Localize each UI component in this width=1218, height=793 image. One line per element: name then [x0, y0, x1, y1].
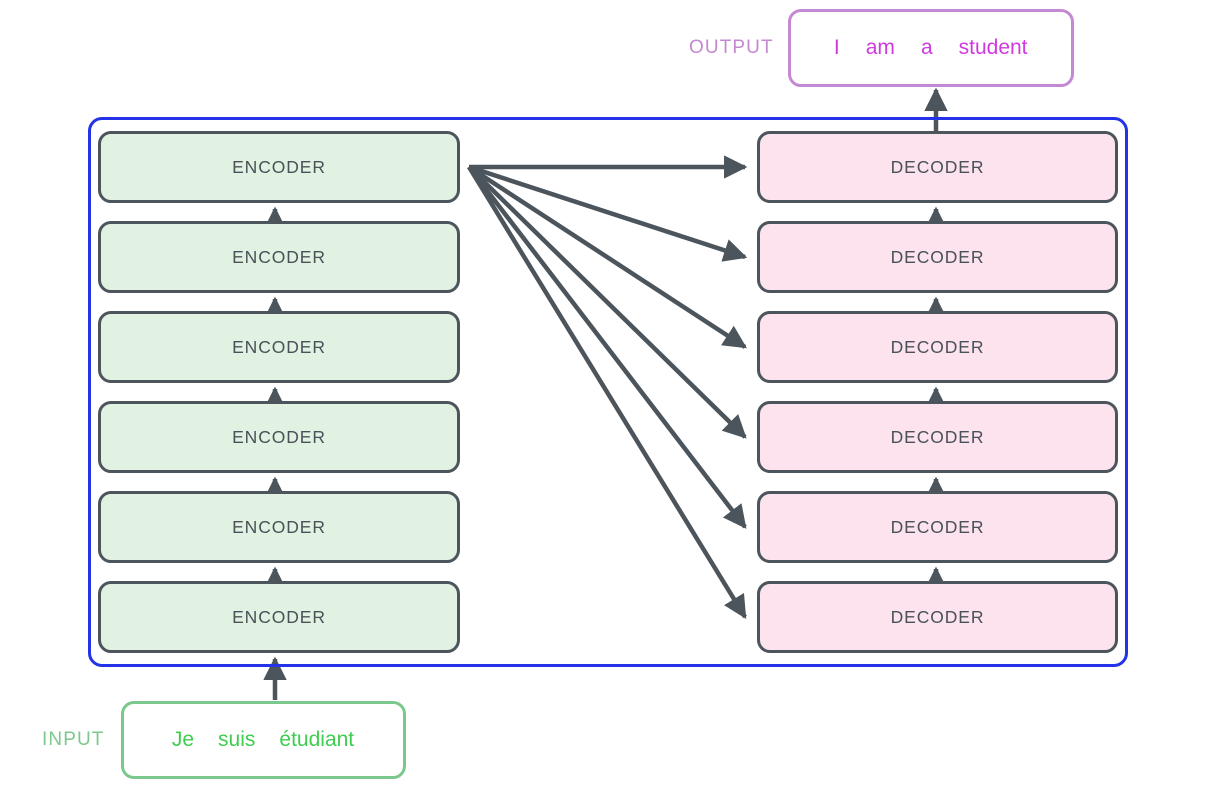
- encoder-block[interactable]: ENCODER: [98, 131, 460, 203]
- encoder-block[interactable]: ENCODER: [98, 581, 460, 653]
- input-token: suis: [218, 728, 256, 751]
- encoder-stack: ENCODER ENCODER ENCODER ENCODER ENCODER …: [98, 131, 460, 653]
- decoder-block-label: DECODER: [890, 606, 985, 627]
- encoder-block-label: ENCODER: [232, 336, 326, 357]
- encoder-block[interactable]: ENCODER: [98, 401, 460, 473]
- model-container: [88, 117, 1128, 667]
- input-token: Je: [171, 728, 195, 751]
- encoder-block[interactable]: ENCODER: [98, 491, 460, 563]
- decoder-block-label: DECODER: [890, 516, 985, 537]
- input-label: INPUT: [42, 729, 105, 750]
- decoder-block[interactable]: DECODER: [757, 131, 1118, 203]
- encoder-block[interactable]: ENCODER: [98, 221, 460, 293]
- encoder-block-label: ENCODER: [232, 426, 326, 447]
- encoder-block-label: ENCODER: [232, 516, 326, 537]
- decoder-block-label: DECODER: [890, 426, 985, 447]
- encoder-block-label: ENCODER: [232, 246, 326, 267]
- output-row: OUTPUT I am a student: [689, 9, 1074, 87]
- output-label: OUTPUT: [689, 37, 774, 58]
- output-token: am: [865, 36, 895, 59]
- decoder-block[interactable]: DECODER: [757, 491, 1118, 563]
- decoder-block[interactable]: DECODER: [757, 311, 1118, 383]
- decoder-stack: DECODER DECODER DECODER DECODER DECODER …: [757, 131, 1118, 653]
- decoder-block[interactable]: DECODER: [757, 581, 1118, 653]
- output-token: a: [920, 36, 933, 59]
- output-token: I: [833, 36, 840, 59]
- decoder-block-label: DECODER: [890, 336, 985, 357]
- input-row: INPUT Je suis étudiant: [42, 701, 406, 779]
- decoder-block-label: DECODER: [890, 156, 985, 177]
- input-sentence-box[interactable]: Je suis étudiant: [120, 701, 406, 779]
- output-sentence-box[interactable]: I am a student: [787, 9, 1074, 87]
- decoder-block[interactable]: DECODER: [757, 401, 1118, 473]
- input-token: étudiant: [279, 728, 355, 751]
- decoder-block-label: DECODER: [890, 246, 985, 267]
- decoder-block[interactable]: DECODER: [757, 221, 1118, 293]
- encoder-block-label: ENCODER: [232, 156, 326, 177]
- output-token: student: [958, 36, 1028, 59]
- encoder-block-label: ENCODER: [232, 606, 326, 627]
- encoder-block[interactable]: ENCODER: [98, 311, 460, 383]
